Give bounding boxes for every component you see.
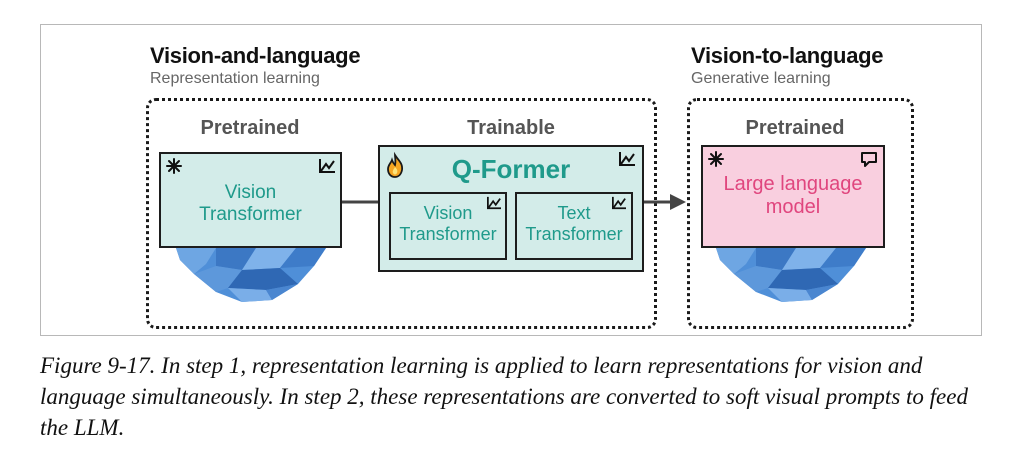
representation-learning-container [146, 98, 657, 329]
fire-icon [387, 151, 404, 178]
llm-label: Large language model [701, 173, 885, 219]
pretrained-label-right: Pretrained [745, 117, 845, 139]
qformer-text-transformer-label: Text Transformer [515, 203, 633, 245]
snowflake-icon [708, 151, 724, 167]
qformer-text-line1: Text [557, 203, 591, 223]
vision-to-language-subtitle: Generative learning [691, 70, 831, 87]
figure-caption: Figure 9-17. In step 1, representation l… [40, 353, 968, 440]
iceberg-icon [716, 248, 866, 302]
iceberg-icon [176, 248, 326, 302]
qformer-vision-line1: Vision [423, 203, 473, 223]
llm-line2: model [765, 196, 821, 218]
vision-transformer-line1: Vision [224, 182, 277, 203]
vision-and-language-subtitle: Representation learning [150, 70, 320, 87]
qformer-vision-transformer-label: Vision Transformer [389, 203, 507, 245]
llm-box [701, 145, 885, 248]
vision-transformer-box [159, 152, 342, 248]
generative-learning-container [687, 98, 914, 329]
qformer-title: Q-Former [451, 154, 571, 184]
qformer-vision-line2: Transformer [399, 224, 497, 244]
vision-to-language-title: Vision-to-language [691, 43, 884, 68]
chart-icon [487, 196, 501, 210]
chart-icon [319, 159, 335, 173]
chart-icon [619, 152, 635, 166]
qformer-text-line2: Transformer [525, 224, 623, 244]
chat-icon [861, 152, 877, 167]
llm-line1: Large language [723, 173, 863, 195]
trainable-label: Trainable [467, 117, 555, 139]
pretrained-label-left: Pretrained [200, 117, 300, 139]
vision-transformer-line2: Transformer [199, 204, 302, 225]
vision-and-language-title: Vision-and-language [150, 43, 361, 68]
vision-transformer-label: Vision Transformer [159, 182, 342, 226]
chart-icon [612, 196, 626, 210]
snowflake-icon [166, 158, 182, 174]
